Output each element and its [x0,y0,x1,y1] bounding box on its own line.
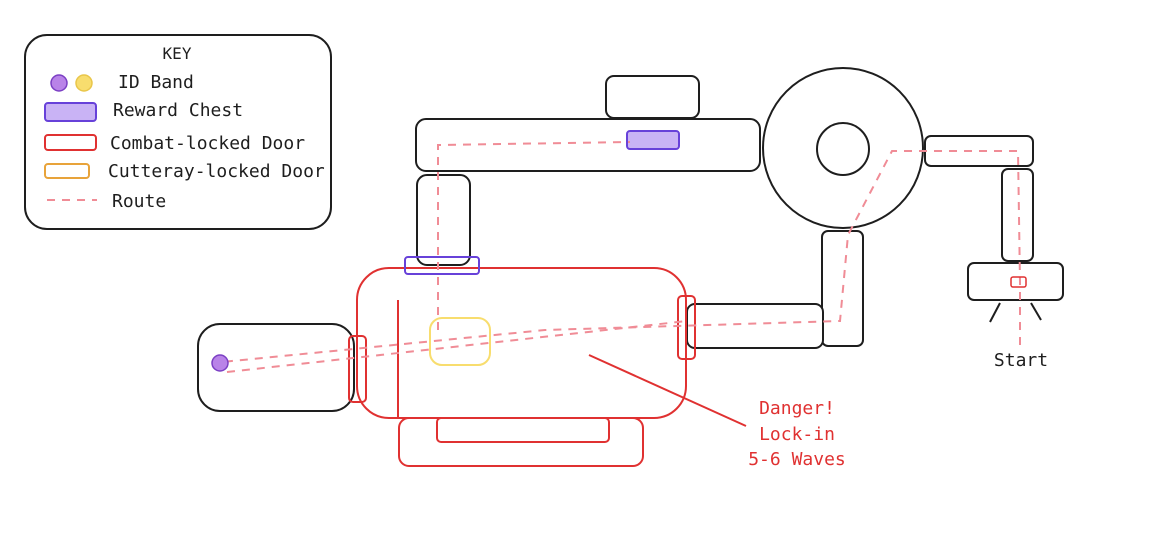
legend-label-id-band: ID Band [118,72,194,93]
start-marker [1010,276,1027,288]
legend-label-reward-chest: Reward Chest [113,100,243,121]
reward-chest-top [626,130,680,150]
left-vertical-corridor [416,174,471,266]
danger-lower-inner [436,417,610,443]
legend: KEY ID Band Reward Chest Combat-locked D… [24,34,332,230]
cutteray-door [429,317,491,366]
reward-chest-door [404,256,480,275]
legend-label-combat-door: Combat-locked Door [110,133,305,154]
danger-label-line2: Lock-in [759,424,835,445]
danger-arena [348,267,747,467]
route-top-path [437,141,631,330]
id-band-marker [211,354,229,372]
legend-box [24,34,332,230]
right-vertical-corridor [1001,168,1034,262]
cutteray-door-icon [44,163,90,179]
danger-label-line1: Danger! [759,398,835,419]
legend-label-cutteray-door: Cutteray-locked Door [108,161,325,182]
id-band-yellow-icon [75,74,93,92]
route-upper-path [221,150,1021,363]
map-rooms [197,67,1064,412]
danger-label-line3: 5-6 Waves [748,449,846,470]
circular-room-pillar [816,122,870,176]
start-room-legs [989,302,1042,323]
combat-door-left [348,335,367,403]
start-room [967,262,1064,301]
combat-door-right [677,295,696,360]
start-label: Start [994,350,1048,371]
legend-title: KEY [163,44,192,63]
top-small-room [605,75,700,119]
legend-label-route: Route [112,191,166,212]
danger-pointer-line [588,354,747,427]
reward-chest-icon [44,102,97,122]
route-lower-path [226,320,688,373]
route [221,141,1021,373]
combat-door-icon [44,134,97,151]
id-band-icon [50,74,68,92]
